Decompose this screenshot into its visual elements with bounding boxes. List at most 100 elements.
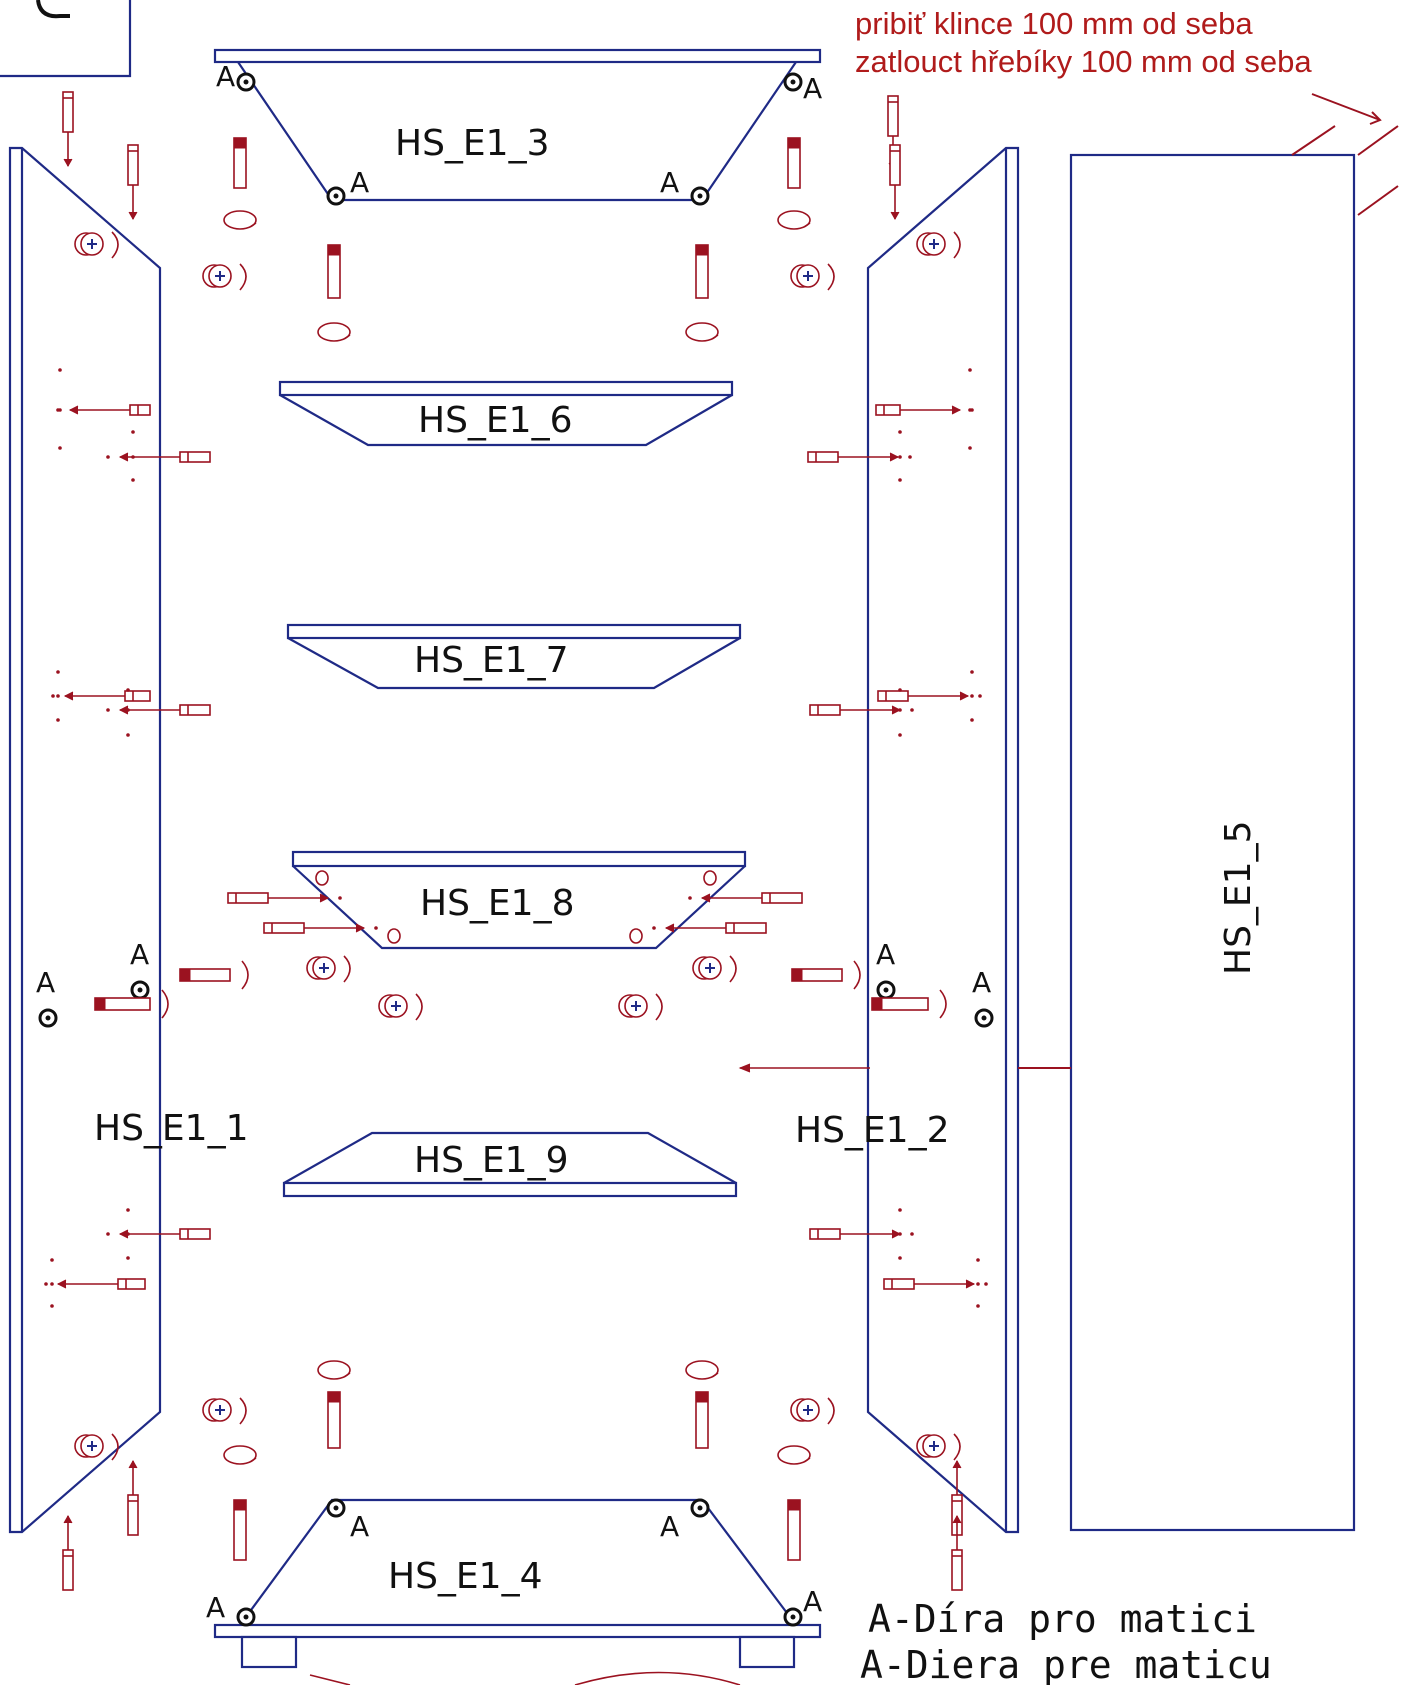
hole-marker-label: A xyxy=(130,938,149,971)
pin-hole-dot xyxy=(898,478,902,482)
pin-hole-dot xyxy=(970,718,974,722)
pin-hole-dot xyxy=(58,408,62,412)
nut-hole-center xyxy=(243,1614,249,1620)
hole-marker-label: A xyxy=(216,60,235,93)
pin-hole-dot xyxy=(126,708,130,712)
pin-hole-dot xyxy=(968,368,972,372)
hole-marker-label: A xyxy=(660,166,679,199)
cam-lock-icon xyxy=(618,993,663,1021)
connector-bolt-horizontal xyxy=(871,989,947,1019)
dowel-horizontal xyxy=(807,451,912,463)
connector-bolt-horizontal xyxy=(791,960,861,990)
pin-hole-dot xyxy=(898,1232,902,1236)
hole-marker-label: A xyxy=(350,166,369,199)
cam-lock-icon xyxy=(202,1397,247,1425)
cam-lock-icon xyxy=(74,231,119,259)
hole-marker-label: A xyxy=(660,1510,679,1543)
label-panel-2: HS_E1_2 xyxy=(795,1110,949,1151)
cam-lock-icon xyxy=(790,1397,835,1425)
dowel-horizontal xyxy=(877,690,982,702)
dowel-horizontal xyxy=(56,404,151,416)
pin-hole-dot xyxy=(970,670,974,674)
hole-marker-label: A xyxy=(803,72,822,105)
panel-left-side xyxy=(8,146,162,1534)
connector-bolt xyxy=(777,137,811,230)
label-panel-3: HS_E1_3 xyxy=(395,123,549,164)
dowel-horizontal xyxy=(106,451,211,463)
legend-line1: A-Díra pro matici xyxy=(868,1597,1257,1641)
nut-hole-center xyxy=(883,987,889,993)
pin-hole-dot xyxy=(898,1256,902,1260)
dowel-horizontal xyxy=(688,892,803,904)
pin-hole-dot xyxy=(898,688,902,692)
pin-hole-dot xyxy=(968,408,972,412)
dowel-vertical xyxy=(889,144,901,221)
pin-hole-dot xyxy=(898,455,902,459)
pin-hole-dot xyxy=(126,733,130,737)
pin-hole-dot xyxy=(126,688,130,692)
pin-hole-dot xyxy=(126,1232,130,1236)
dowel-vertical xyxy=(62,1514,74,1591)
hole-marker-label: A xyxy=(972,966,991,999)
nut-hole-center xyxy=(697,193,703,199)
nut-hole-center xyxy=(981,1015,987,1021)
label-panel-7: HS_E1_7 xyxy=(414,640,568,681)
dowel-horizontal xyxy=(652,922,767,934)
cam-lock-icon xyxy=(378,993,423,1021)
panel-back xyxy=(1069,153,1356,1532)
connector-bolt xyxy=(317,244,351,342)
pin-hole-dot xyxy=(898,708,902,712)
pin-hole-dot xyxy=(898,733,902,737)
pin-hole-dot xyxy=(50,1282,54,1286)
pin-hole-dot xyxy=(976,1258,980,1262)
fitting-hole xyxy=(629,928,643,944)
dowel-horizontal xyxy=(263,922,378,934)
dowel-horizontal xyxy=(106,1228,211,1240)
connector-bolt xyxy=(223,1445,257,1561)
pin-hole-dot xyxy=(58,446,62,450)
pin-hole-dot xyxy=(58,368,62,372)
dowel-horizontal xyxy=(875,404,974,416)
shelf-8 xyxy=(291,850,747,950)
label-panel-5: HS_E1_5 xyxy=(1218,821,1259,975)
arc-decoration xyxy=(574,1671,741,1685)
cam-lock-icon xyxy=(306,955,351,983)
nut-hole-center xyxy=(243,79,249,85)
step-number-box xyxy=(0,0,132,78)
fitting-hole xyxy=(387,928,401,944)
pin-hole-dot xyxy=(131,478,135,482)
pin-hole-dot xyxy=(898,430,902,434)
nut-hole-center xyxy=(333,1505,339,1511)
cam-lock-icon xyxy=(916,231,961,259)
pin-hole-dot xyxy=(126,1256,130,1260)
pin-hole-dot xyxy=(976,1304,980,1308)
fitting-hole xyxy=(315,870,329,886)
label-panel-4: HS_E1_4 xyxy=(388,1556,542,1597)
dowel-horizontal xyxy=(44,1278,146,1290)
shelf-6 xyxy=(278,380,734,447)
arrow-fragment xyxy=(309,1674,351,1685)
shelf-7 xyxy=(286,623,742,690)
label-panel-8: HS_E1_8 xyxy=(420,883,574,924)
panel-right-side xyxy=(866,146,1020,1534)
connector-bolt xyxy=(777,1445,811,1561)
hole-marker-label: A xyxy=(876,938,895,971)
dowel-horizontal xyxy=(227,892,342,904)
dowel-horizontal xyxy=(106,704,211,716)
cam-lock-icon xyxy=(692,955,737,983)
nut-hole-center xyxy=(45,1015,51,1021)
hole-marker-label: A xyxy=(803,1585,822,1618)
dowel-horizontal xyxy=(883,1278,988,1290)
cam-lock-icon xyxy=(790,263,835,291)
pin-hole-dot xyxy=(976,1282,980,1286)
pin-hole-dot xyxy=(50,1304,54,1308)
label-panel-6: HS_E1_6 xyxy=(418,400,572,441)
pin-hole-dot xyxy=(56,694,60,698)
pin-hole-dot xyxy=(126,1208,130,1212)
shelf-9 xyxy=(282,1131,738,1198)
label-panel-9: HS_E1_9 xyxy=(414,1140,568,1181)
nail-note-line1: pribiť klince 100 mm od seba xyxy=(855,6,1253,41)
step-number-glyph xyxy=(36,0,70,19)
